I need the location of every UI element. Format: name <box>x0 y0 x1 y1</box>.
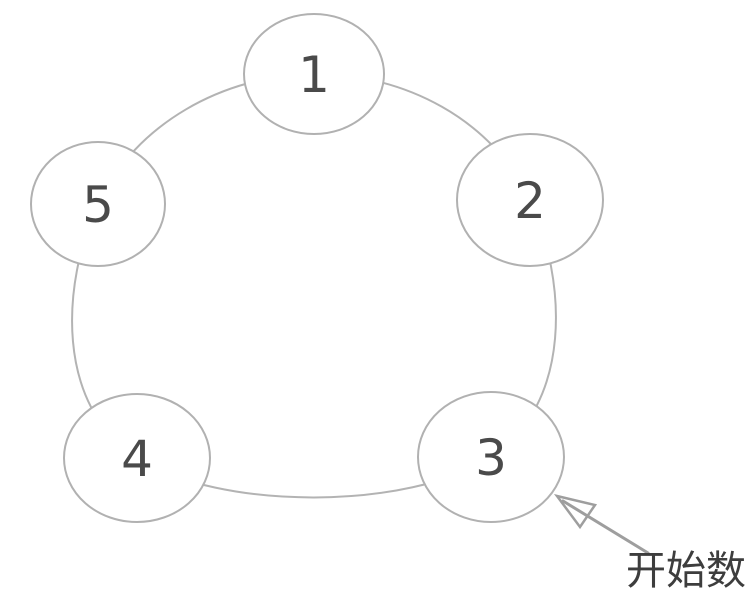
node-label-2: 2 <box>514 172 546 230</box>
node-label-1: 1 <box>298 46 330 104</box>
annotation-label: 开始数 <box>626 549 746 593</box>
node-circle-5 <box>30 141 166 267</box>
node-circle-2 <box>456 133 604 267</box>
node-label-4: 4 <box>121 430 153 488</box>
node-label-5: 5 <box>82 176 114 234</box>
node-circle-1 <box>243 13 385 135</box>
node-label-3: 3 <box>475 429 507 487</box>
node-circle-4 <box>63 393 211 523</box>
arrow-head-icon <box>553 493 598 530</box>
node-circle-3 <box>417 391 565 523</box>
annotation-arrow-shaft <box>561 499 650 555</box>
